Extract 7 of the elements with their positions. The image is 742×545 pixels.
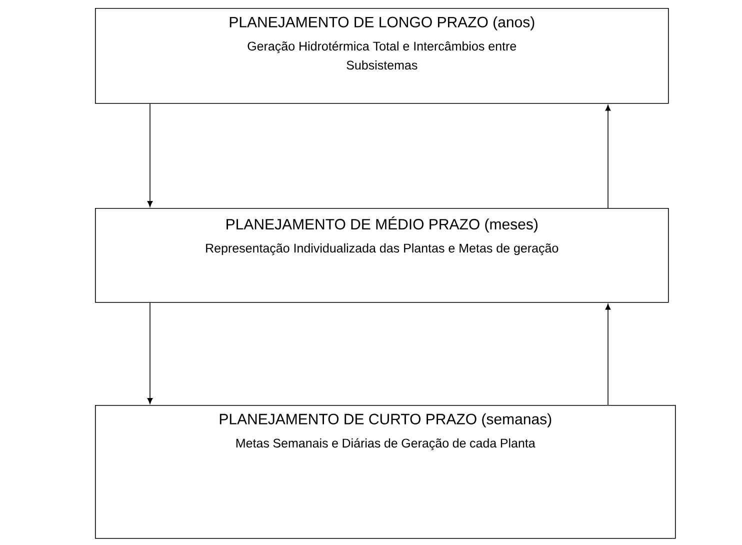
process-box: PLANEJAMENTO DE CURTO PRAZO (semanas) Metas Semanais e Diárias de Geração de cada Planta <box>95 404 676 539</box>
process-box: PLANEJAMENTO DE LONGO PRAZO (anos) Geração Hidrotérmica Total e Intercâmbios entre Subsistemas <box>95 8 669 104</box>
arrow <box>605 304 611 406</box>
process-box: PLANEJAMENTO DE MÉDIO PRAZO (meses) Representação Individualizada das Plantas e Metas de geração <box>95 208 669 303</box>
arrow <box>605 104 611 208</box>
arrow <box>147 103 153 207</box>
arrow <box>147 302 153 404</box>
